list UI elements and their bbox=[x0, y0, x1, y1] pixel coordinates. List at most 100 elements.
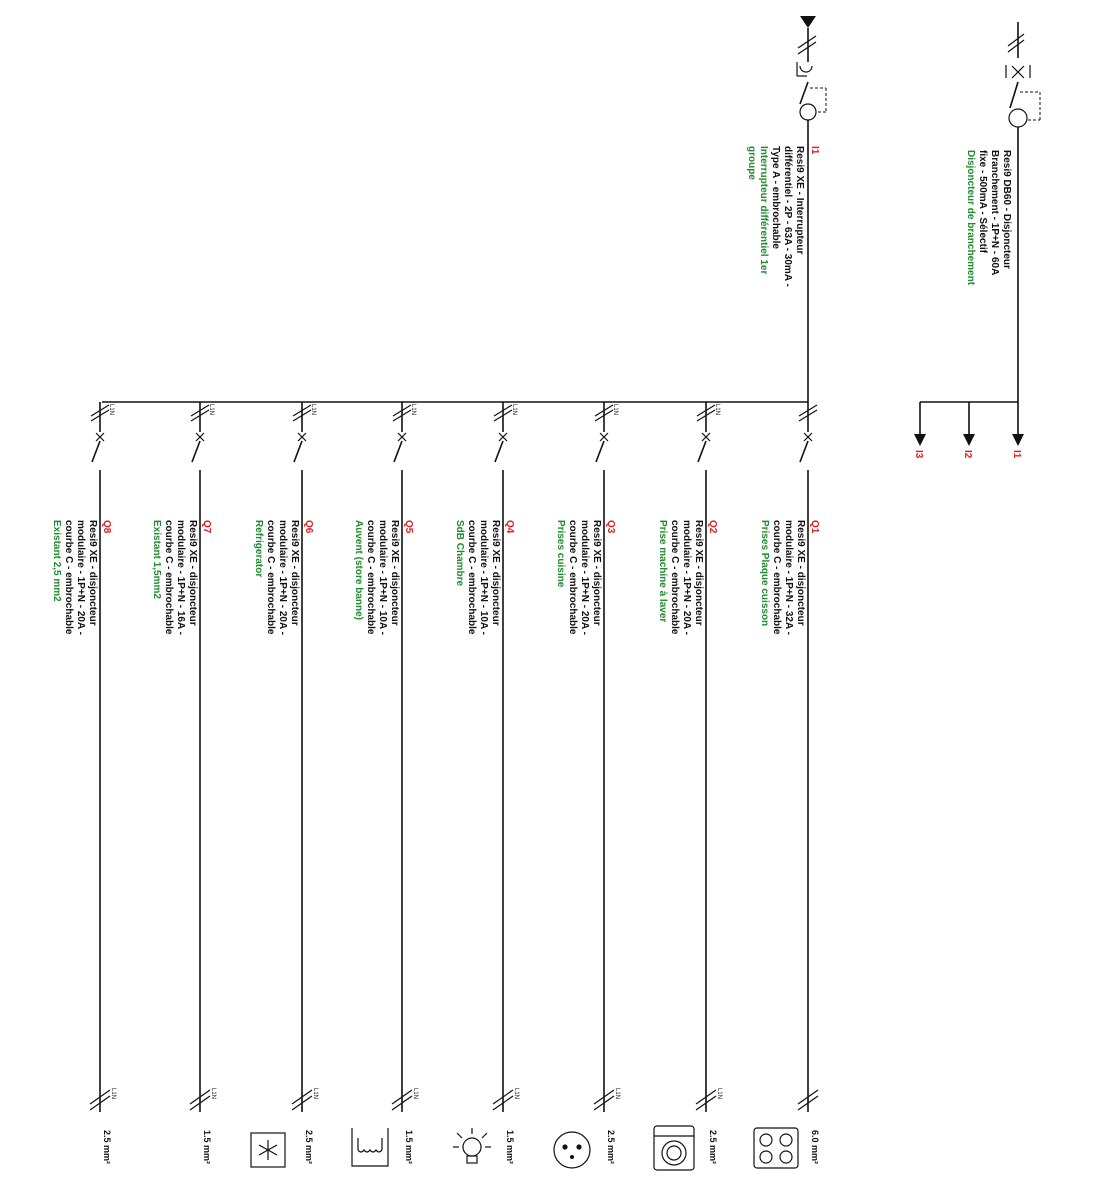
circuit-desc-line-1: Resi9 XE - disjoncteur bbox=[591, 520, 602, 626]
conductor-slash bbox=[797, 1095, 819, 1111]
conductor-mark: L1N bbox=[513, 1088, 519, 1099]
circuit-desc-line-3: courbe C - embrochable bbox=[63, 520, 74, 635]
circuit-function: Prises cuisine bbox=[555, 520, 566, 588]
conductor-mark: L1N bbox=[312, 1088, 318, 1099]
circuit-desc-line-1: Resi9 XE - disjoncteur bbox=[389, 520, 400, 626]
breaker-contact bbox=[393, 440, 403, 463]
breaker-contact bbox=[799, 440, 809, 463]
circuit-desc-line-1: Resi9 XE - disjoncteur bbox=[87, 520, 98, 626]
conductor-mark: L1N bbox=[210, 1088, 216, 1099]
circuit-function: Existant 2,5 mm2 bbox=[51, 520, 62, 602]
breaker-contact bbox=[293, 440, 303, 463]
cable-section: 6.0 mm² bbox=[810, 1130, 820, 1164]
circuit-desc-line-3: courbe C - embrochable bbox=[365, 520, 376, 635]
breaker-cross bbox=[297, 432, 307, 442]
circuit-function: Prise machine à laver bbox=[657, 520, 668, 622]
rcd-label: Resi9 XE - Interrupteur différentiel - 2… bbox=[746, 146, 805, 287]
circuit-desc-line-2: modulaire - 1P+N - 10A - bbox=[478, 520, 489, 635]
cable-section: 2.5 mm² bbox=[606, 1130, 616, 1164]
conductor-slash bbox=[493, 409, 513, 422]
breaker-cross bbox=[803, 432, 813, 442]
circuit-desc-line-2: modulaire - 1P+N - 20A - bbox=[277, 520, 288, 635]
washing-machine-icon bbox=[653, 1125, 695, 1171]
conductor-mark: L1N bbox=[614, 1088, 620, 1099]
cooktop-icon bbox=[753, 1127, 799, 1169]
circuit-desc-line-2: modulaire - 1P+N - 32A - bbox=[783, 520, 794, 635]
rcd-line-1: Resi9 XE - Interrupteur bbox=[794, 146, 805, 254]
circuit-desc-line-3: courbe C - embrochable bbox=[466, 520, 477, 635]
circuit-desc-line-2: modulaire - 1P+N - 20A - bbox=[681, 520, 692, 635]
conductor-slash bbox=[797, 1089, 819, 1105]
conductor-mark: L1N bbox=[208, 404, 214, 415]
breaker-cross bbox=[397, 432, 407, 442]
conductor-slash bbox=[493, 404, 513, 417]
circuit-desc-line-2: modulaire - 1P+N - 20A - bbox=[75, 520, 86, 635]
conductor-slash bbox=[190, 409, 210, 422]
input-arrow-icon bbox=[800, 16, 816, 28]
cable-section: 2.5 mm² bbox=[304, 1130, 314, 1164]
circuit-desc-line-2: modulaire - 1P+N - 20A - bbox=[579, 520, 590, 635]
circuit-desc-line-3: courbe C - embrochable bbox=[669, 520, 680, 635]
conductor-slash bbox=[292, 404, 312, 417]
circuit-desc-line-3: courbe C - embrochable bbox=[567, 520, 578, 635]
main-breaker-line-2: Branchement - 1P+N - 60A bbox=[989, 150, 1000, 275]
conductor-slash bbox=[392, 404, 412, 417]
conductor-slash bbox=[189, 1095, 211, 1111]
conductor-slash bbox=[391, 1089, 413, 1105]
circuit-desc-line-2: modulaire - 1P+N - 16A - bbox=[175, 520, 186, 635]
circuit-desc-line-1: Resi9 XE - disjoncteur bbox=[693, 520, 704, 626]
cable-section: 1.5 mm² bbox=[404, 1130, 414, 1164]
breaker-contact bbox=[697, 440, 707, 463]
conductor-mark: L1N bbox=[612, 404, 618, 415]
circuit-ref: Q8 bbox=[101, 520, 112, 534]
circuit-ref: Q1 bbox=[809, 520, 820, 534]
circuit-desc-line-3: courbe C - embrochable bbox=[771, 520, 782, 635]
output-arrow-icon bbox=[914, 434, 926, 446]
conductor-slash bbox=[695, 1089, 717, 1105]
rcd-function-1: Interrupteur différentiel 1er bbox=[758, 146, 769, 274]
output-label-i2: I2 bbox=[962, 450, 973, 459]
cable-section: 2.5 mm² bbox=[708, 1130, 718, 1164]
conductor-slash bbox=[798, 409, 818, 422]
cable-section: 1.5 mm² bbox=[202, 1130, 212, 1164]
refrigerator-icon bbox=[250, 1132, 286, 1168]
main-breaker bbox=[914, 22, 1041, 446]
main-breaker-line-1: Resi9 DB60 - Disjoncteur bbox=[1001, 150, 1012, 269]
conductor-slash bbox=[291, 1095, 313, 1111]
conductor-slash bbox=[190, 404, 210, 417]
conductor-slash bbox=[89, 1089, 111, 1105]
conductor-slash bbox=[594, 404, 614, 417]
main-breaker-line-3: fixe - 500mA - Sélectif bbox=[977, 150, 988, 254]
conductor-slash bbox=[696, 409, 716, 422]
output-arrow-icon bbox=[963, 434, 975, 446]
conductor-mark: L1N bbox=[310, 404, 316, 415]
circuit-desc-line-1: Resi9 XE - disjoncteur bbox=[490, 520, 501, 626]
cable-section: 2.5 mm² bbox=[102, 1130, 112, 1164]
output-label-i3: I3 bbox=[913, 450, 924, 459]
conductor-slash bbox=[90, 404, 110, 417]
breaker-cross bbox=[701, 432, 711, 442]
breaker-cross bbox=[195, 432, 205, 442]
breaker-contact bbox=[91, 440, 101, 463]
conductor-mark: L1N bbox=[410, 404, 416, 415]
rcd-function-2: groupe bbox=[746, 146, 757, 180]
conductor-slash bbox=[89, 1095, 111, 1111]
breaker-cross bbox=[599, 432, 609, 442]
conductor-slash bbox=[492, 1095, 514, 1111]
conductor-mark: L1N bbox=[108, 404, 114, 415]
conductor-mark: L1N bbox=[110, 1088, 116, 1099]
conductor-mark: L1N bbox=[412, 1088, 418, 1099]
output-label-i1: I1 bbox=[1011, 450, 1022, 459]
lamp-icon bbox=[453, 1128, 491, 1164]
